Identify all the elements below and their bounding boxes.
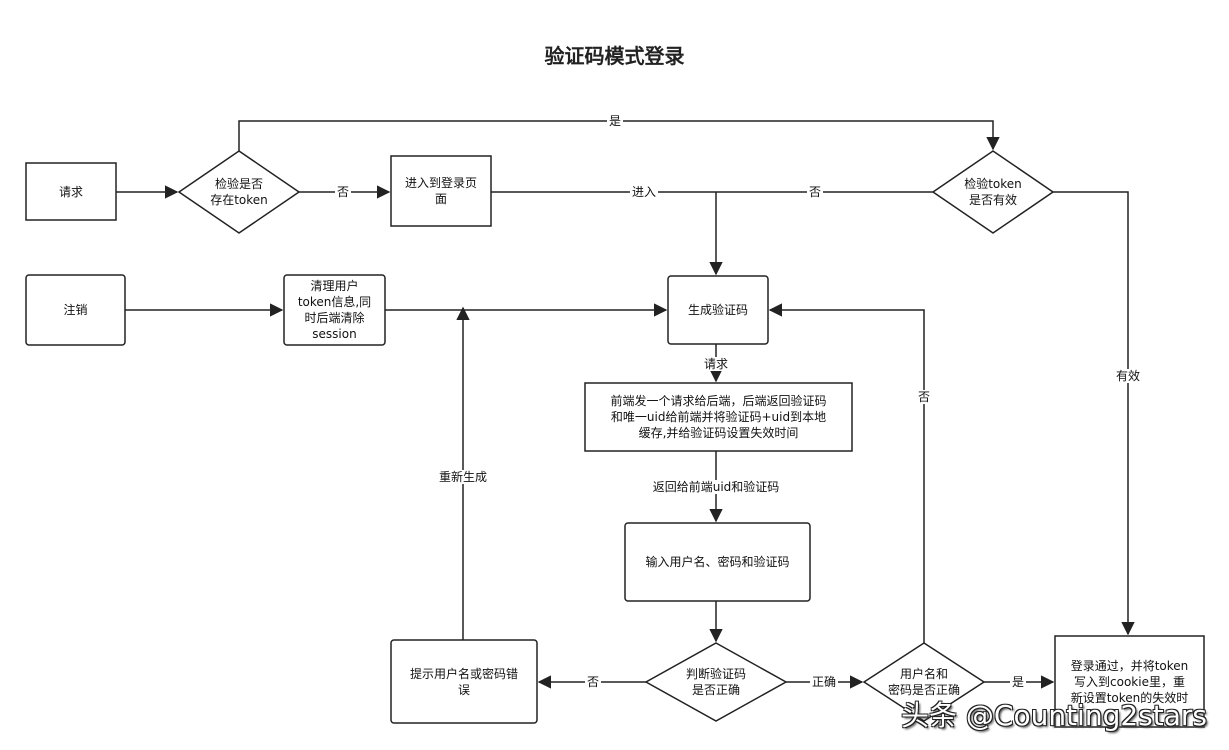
edge-label-yes-bottom: 是 [1009,675,1027,689]
generate-captcha-label: 生成验证码 [687,303,748,317]
check-captcha-diamond [644,642,788,722]
edge-label-return-uid: 返回给前端uid和验证码 [650,480,782,494]
edge-valid-to-success [1053,191,1135,636]
enter-login-page-box [390,155,492,227]
show-error-label: 提示用户名或密码错 误 [409,666,518,697]
frontend-request-box [584,382,853,452]
clear-user-label: 清理用户 token信息,同 时后端清除 session [297,279,372,341]
generate-captcha-box [667,275,769,345]
check-captcha-label: 判断验证码 是否正确 [685,667,746,697]
edge-label-no-right: 否 [915,390,933,404]
check-token-exists-label: 检验是否 存在token [210,177,268,207]
diagram-title: 验证码模式登录 [544,44,685,68]
edge-label-correct: 正确 [809,675,839,689]
edge-label-request: 请求 [701,357,731,371]
input-credentials-label: 输入用户名、密码和验证码 [645,555,790,569]
edge-userpwd-no-to-generate [768,303,925,643]
edge-label-no-error: 否 [584,675,602,689]
login-success-box [1054,635,1205,728]
edge-label-no-1: 否 [334,185,352,199]
request-box [25,162,117,221]
edge-label-regenerate: 重新生成 [436,470,490,484]
edge-label-no-2: 否 [806,185,824,199]
edge-label-enter: 进入 [629,185,659,199]
check-token-valid-label: 检验token 是否有效 [964,177,1022,207]
check-user-pwd-diamond [862,642,986,722]
check-user-pwd-label: 用户名和 密码是否正确 [887,667,960,697]
logout-label: 注销 [63,303,88,317]
check-token-valid-diamond [931,150,1055,234]
login-success-label: 登录通过，并将token 写入到cookie里，重 新设置token的失效时 [1070,658,1189,705]
edge-label-yes-top: 是 [606,114,624,128]
edge-label-valid: 有效 [1113,369,1143,383]
frontend-request-label: 前端发一个请求给后端，后端返回验证码 和唯一uid给前端并将验证码+uid到本地… [610,394,827,440]
check-token-exists-diamond [177,150,301,234]
input-credentials-box [624,522,811,602]
watermark: 头条 @Counting2stars [901,699,1207,732]
show-error-box [390,639,538,724]
request-label: 请求 [58,184,83,199]
enter-login-page-label: 进入到登录页 面 [404,176,477,206]
